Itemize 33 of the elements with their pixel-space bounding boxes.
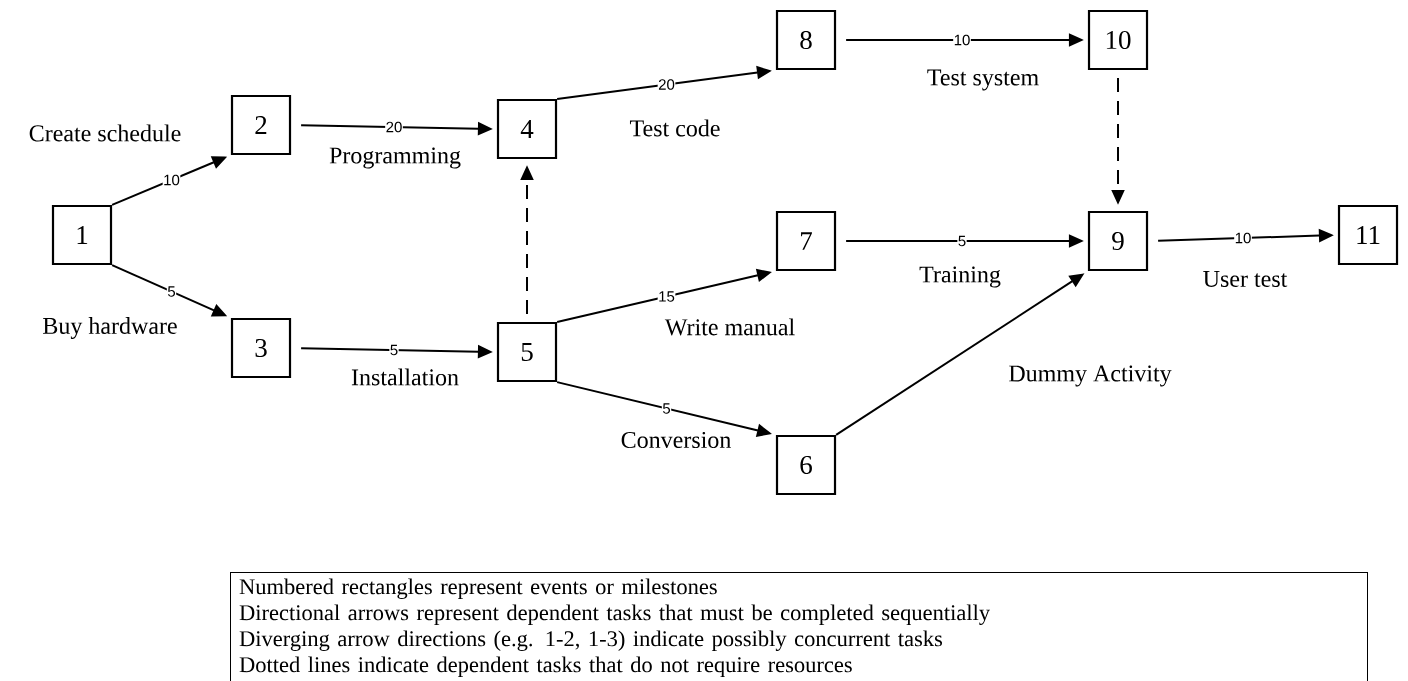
edge-label: 10 (1235, 232, 1251, 244)
event-box: 8 (775, 9, 837, 71)
edge-label: 20 (658, 79, 675, 90)
task-label: Buy hardware (43, 317, 177, 339)
task-label: Test system (927, 69, 1039, 91)
edge-label: 5 (167, 286, 176, 297)
event-box: 11 (1337, 204, 1399, 266)
task-label: Installation (351, 368, 459, 386)
event-box: 1 (51, 204, 113, 266)
event-box: 7 (775, 210, 837, 272)
edge-label: 5 (958, 235, 966, 247)
event-box: 5 (496, 321, 558, 383)
task-label: Create schedule (29, 124, 181, 142)
edge-label: 5 (390, 344, 398, 356)
edge-label: 15 (659, 291, 675, 302)
task-label: User test (1203, 271, 1288, 287)
task-label: Dummy Activity (1009, 365, 1172, 387)
event-box: 9 (1087, 210, 1149, 272)
event-box: 6 (775, 434, 837, 496)
edge-label: 10 (954, 34, 970, 46)
task-label: Training (919, 266, 1001, 288)
task-label: Write manual (664, 318, 795, 336)
event-box: 2 (230, 94, 292, 156)
task-label: Programming (329, 147, 461, 169)
event-box: 3 (230, 317, 292, 379)
notes-box: Numbered rectangles represent events or milestones Directional arrows represent dependent tasks that must be completed sequentially Diverging arrow directions (e.g. 1-2, 1-3) indicate possibly concurrent tasks Dotted lines indicate dependent tasks that do not require resources (230, 572, 1368, 681)
edge-label: 10 (164, 174, 180, 186)
event-box: 4 (496, 98, 558, 160)
task-label: Conversion (621, 431, 731, 449)
event-box: 10 (1087, 9, 1149, 71)
edge-label: 5 (662, 403, 671, 414)
task-label: Test code (629, 119, 720, 137)
edge-label: 20 (386, 121, 402, 133)
